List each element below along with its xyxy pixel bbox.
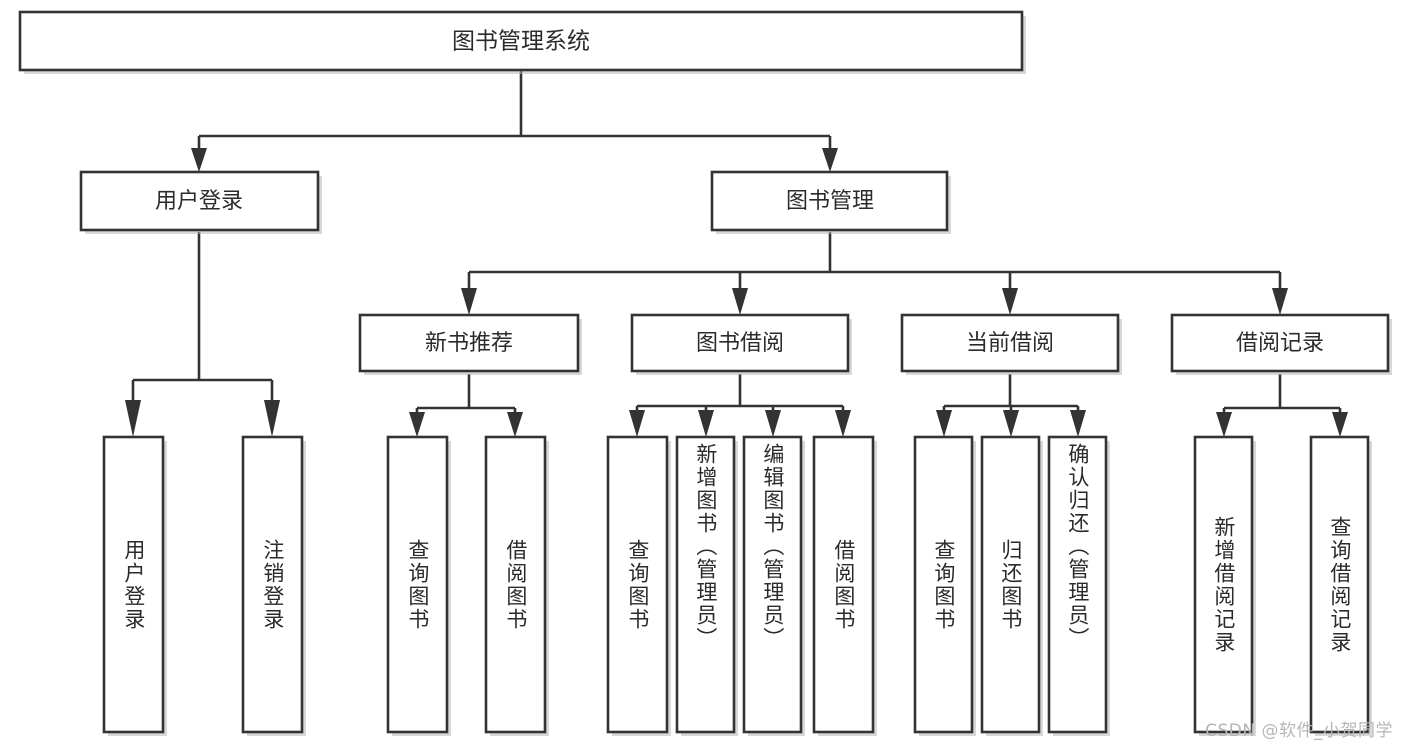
node-current-borrow-label: 当前借阅 [966,331,1054,356]
arrow-head-leaf-borrow-book-2 [835,410,851,437]
node-leaf-add-book[interactable] [675,435,738,736]
node-leaf-query-record[interactable] [1309,435,1372,736]
arrow-head-user-login [191,148,207,172]
node-user-login-rect [79,170,320,232]
node-leaf-edit-book-rect [742,435,803,734]
arrow-head-leaf-query-record [1332,412,1348,437]
node-leaf-return-book[interactable] [980,435,1043,736]
node-user-login-label: 用户登录 [155,189,243,214]
node-borrow-record[interactable]: 借阅记录 [1170,313,1392,375]
arrow-head-leaf-return-book [1003,410,1019,437]
node-leaf-confirm-return-rect [1047,435,1108,734]
node-leaf-query-record-rect [1309,435,1370,734]
node-leaf-user-login[interactable] [102,435,167,736]
node-root-rect [18,10,1024,72]
arrow-head-leaf-confirm-return [1070,410,1086,437]
node-leaf-query-book-1-rect [386,435,449,734]
node-book-borrow[interactable]: 图书借阅 [630,313,852,375]
arrow-head-leaf-query-book-3 [936,410,952,437]
node-leaf-edit-book[interactable] [742,435,805,736]
node-book-manage[interactable]: 图书管理 [710,170,951,234]
node-leaf-query-book-1[interactable] [386,435,451,736]
node-leaf-borrow-book-2-rect [812,435,875,734]
node-book-manage-rect [710,170,949,232]
node-leaf-user-logout-rect [241,435,304,734]
node-leaf-user-login-rect [102,435,165,734]
node-leaf-confirm-return[interactable] [1047,435,1110,736]
arrow-head-leaf-add-book [698,410,714,437]
node-book-borrow-label: 图书借阅 [696,331,784,356]
arrow-head-book-manage [822,148,838,172]
node-leaf-user-logout[interactable] [241,435,306,736]
arrow-head-leaf-edit-book [765,410,781,437]
csdn-watermark: CSDN @软件_小贺同学 [1205,721,1393,741]
arrow-head-leaf-user-login [125,400,141,437]
node-new-book-rec[interactable]: 新书推荐 [358,313,582,375]
arrow-head-leaf-query-book-2 [629,410,645,437]
node-leaf-query-book-3[interactable] [913,435,976,736]
node-leaf-add-record-rect [1193,435,1254,734]
node-book-borrow-rect [630,313,850,373]
node-current-borrow[interactable]: 当前借阅 [900,313,1122,375]
node-leaf-borrow-book-1[interactable] [484,435,549,736]
node-leaf-borrow-book-2[interactable] [812,435,877,736]
node-root-label: 图书管理系统 [452,29,590,55]
node-book-manage-label: 图书管理 [786,189,874,214]
node-user-login[interactable]: 用户登录 [79,170,322,234]
node-leaf-return-book-rect [980,435,1041,734]
node-leaf-add-book-rect [675,435,736,734]
node-leaf-add-record[interactable] [1193,435,1256,736]
node-new-book-rec-rect [358,313,580,373]
node-leaf-query-book-2-rect [606,435,669,734]
node-new-book-rec-label: 新书推荐 [425,331,513,356]
node-leaf-query-book-2[interactable] [606,435,671,736]
node-leaf-borrow-book-1-rect [484,435,547,734]
arrow-head-leaf-query-book-1 [409,412,425,437]
node-current-borrow-rect [900,313,1120,373]
connector-layer [125,70,1348,437]
node-leaf-query-book-3-rect [913,435,974,734]
arrow-head-borrow-record [1272,288,1288,315]
node-borrow-record-rect [1170,313,1390,373]
arrow-head-current-borrow [1002,288,1018,315]
arrow-head-leaf-borrow-book-1 [507,412,523,437]
node-root[interactable]: 图书管理系统 [18,10,1026,74]
arrow-head-new-book-rec [461,288,477,315]
arrow-head-leaf-user-logout [264,400,280,437]
arrow-head-leaf-add-record [1216,412,1232,437]
node-borrow-record-label: 借阅记录 [1236,331,1324,356]
arrow-head-book-borrow [732,288,748,315]
